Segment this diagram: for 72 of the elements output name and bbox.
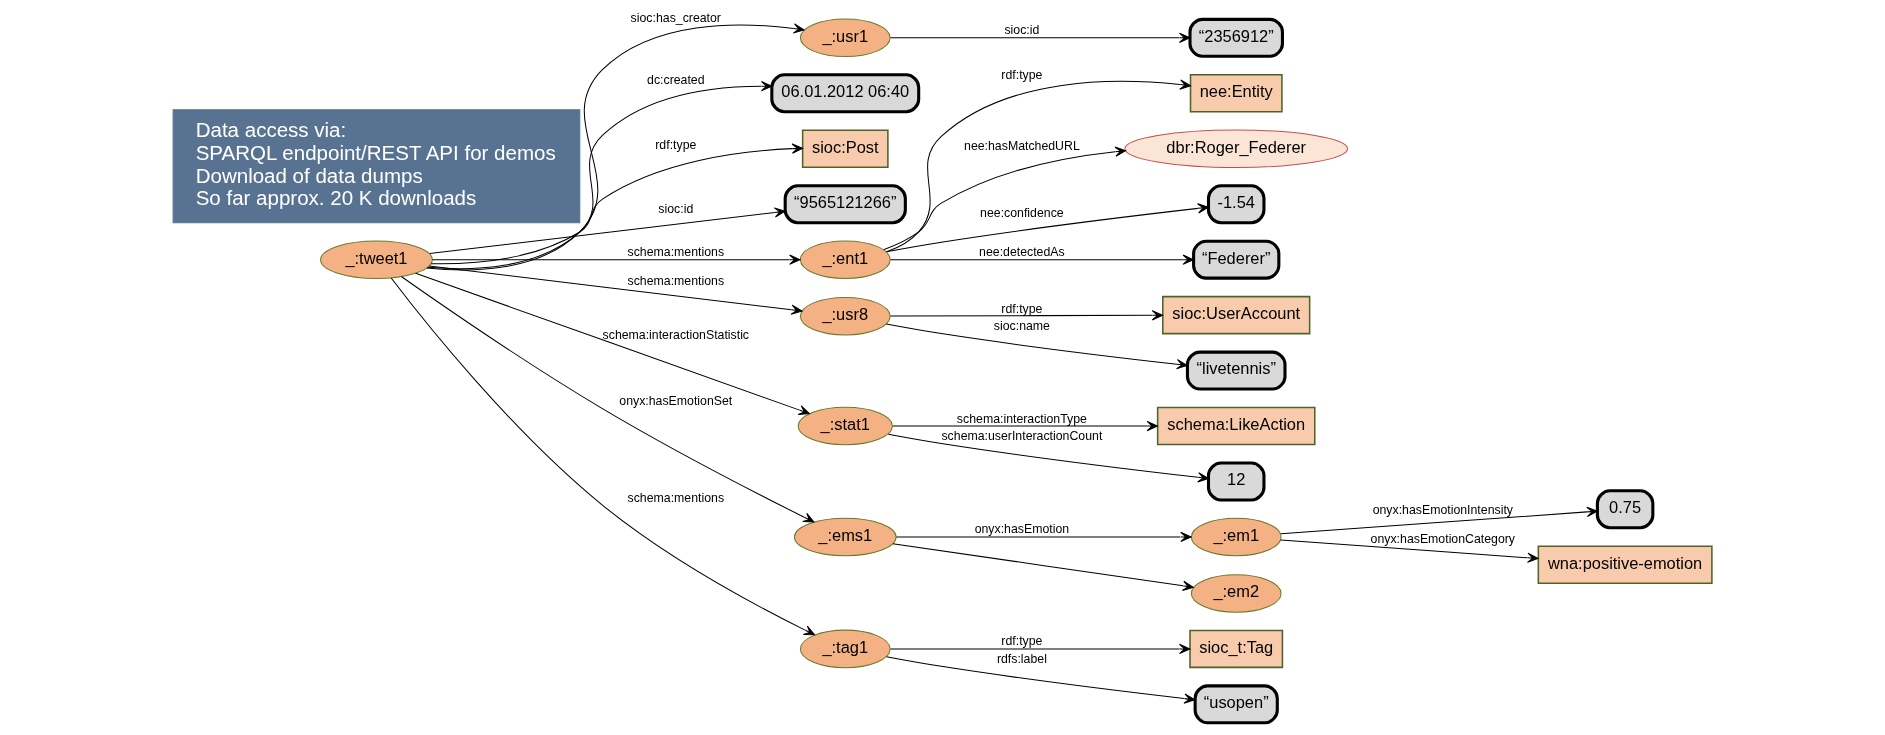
edge-label: onyx:hasEmotionCategory (1370, 531, 1516, 546)
node-box: wna:positive-emotion (1537, 545, 1713, 584)
node-ellipse: _:ems1 (793, 517, 897, 557)
arrow (885, 656, 1196, 704)
node-ellipse: _:em2 (1190, 574, 1282, 613)
arrow (431, 254, 801, 265)
node-ellipse: _:em1 (1190, 517, 1282, 557)
edge-label: rdfs:label (996, 651, 1047, 666)
arrow (430, 143, 804, 265)
arrow (895, 531, 1192, 543)
arrow (883, 146, 1127, 251)
node-box: 0.75 (1595, 489, 1655, 530)
edge-label: onyx:hasEmotionIntensity (1372, 502, 1513, 517)
edge-label: nee:detectedAs (979, 245, 1065, 260)
arrow (890, 310, 1164, 321)
node-box: “Federer” (1192, 239, 1281, 280)
edge-label: schema:mentions (627, 273, 725, 288)
edge-label: sioc:id (1004, 23, 1040, 38)
arrow (892, 420, 1158, 432)
edge-label: schema:userInteractionCount (941, 429, 1103, 443)
node-ellipse: _:tag1 (799, 629, 891, 669)
arrow (887, 433, 1209, 483)
edge-label: sioc:name (993, 319, 1050, 334)
node-box: sioc_t:Tag (1189, 629, 1284, 669)
node-box: sioc:UserAccount (1162, 295, 1311, 335)
arrow (401, 276, 815, 523)
node-ellipse: _:usr1 (799, 18, 891, 58)
edge-label: schema:interactionStatistic (602, 328, 750, 343)
node-box: 06.01.2012 06:40 (770, 73, 921, 114)
node-box: “2356912” (1188, 17, 1284, 58)
edge-label: dc:created (647, 72, 705, 87)
node-box: -1.54 (1206, 184, 1266, 225)
node-ellipse: _:usr8 (799, 296, 891, 336)
arrow (427, 81, 773, 270)
node-box: Data access via: SPARQL endpoint/REST API for demos Download of data dumps So far approx. 20 K downloads (172, 109, 581, 224)
node-box: schema:LikeAction (1156, 406, 1316, 446)
edge-label: sioc:id (658, 202, 694, 217)
node-box: 12 (1206, 461, 1266, 502)
edge-label: rdf:type (655, 138, 697, 153)
edge-label: onyx:hasEmotion (974, 522, 1070, 537)
arrow (886, 79, 1191, 253)
node-box: nee:Entity (1189, 74, 1283, 113)
arrow (415, 272, 810, 416)
arrow (885, 203, 1209, 253)
arrow (1280, 539, 1539, 563)
arrow (892, 543, 1194, 591)
edge-label: nee:hasMatchedURL (964, 139, 1080, 154)
edge-label: schema:interactionType (956, 411, 1087, 426)
edge-label: schema:mentions (627, 245, 725, 260)
node-ellipse: _:tweet1 (320, 240, 433, 279)
edge-label: nee:confidence (980, 206, 1064, 221)
node-box: “9565121266” (783, 184, 907, 225)
arrow (1280, 506, 1598, 535)
edge-label: rdf:type (1001, 634, 1043, 649)
arrow (885, 323, 1188, 370)
arrow (428, 265, 803, 315)
arrow (390, 277, 816, 636)
edge-label: onyx:hasEmotionSet (619, 394, 733, 409)
node-box: “livetennis” (1185, 350, 1287, 391)
edge-label: rdf:type (1001, 67, 1043, 82)
arrow (429, 207, 786, 254)
edge-label: rdf:type (1001, 301, 1043, 316)
arrow (426, 23, 805, 271)
node-box: “usopen” (1193, 684, 1279, 725)
arrow (890, 643, 1191, 655)
node-ellipse: dbr:Roger_Federer (1124, 129, 1349, 169)
arrow (890, 254, 1194, 265)
node-box: sioc:Post (801, 129, 889, 168)
arrow (890, 32, 1191, 43)
edge-label: sioc:has_creator (630, 11, 721, 26)
node-ellipse: _:ent1 (799, 240, 891, 279)
edge-label: schema:mentions (627, 490, 725, 505)
